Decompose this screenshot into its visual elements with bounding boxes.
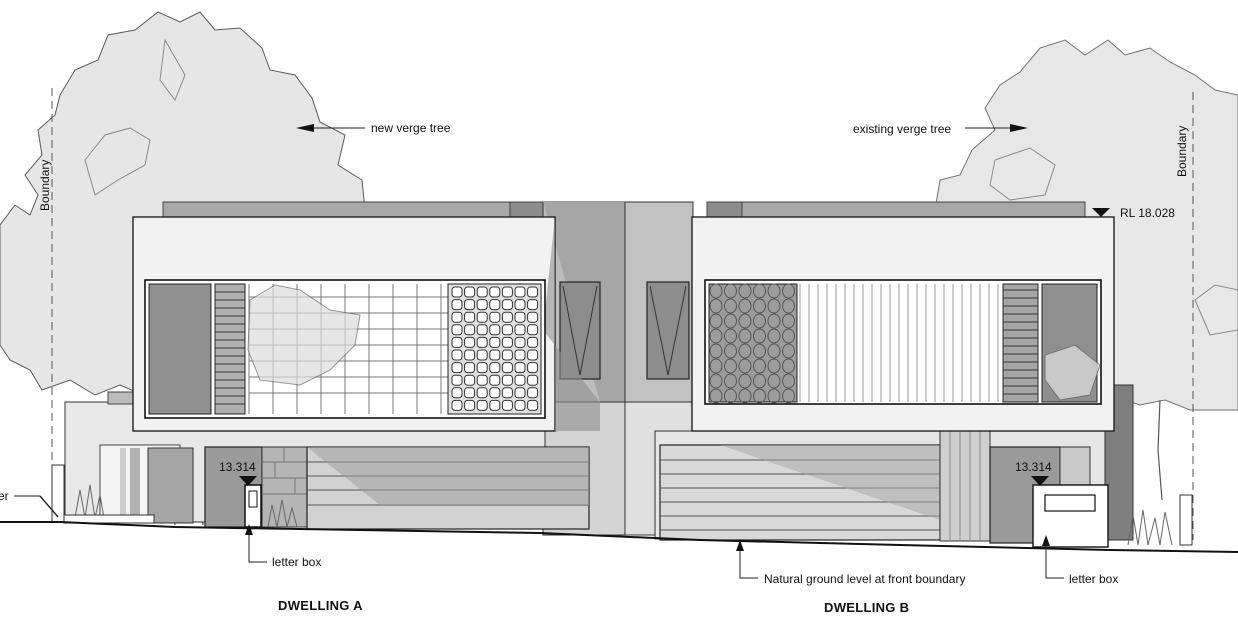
- right-boundary-label: Boundary: [1175, 126, 1189, 177]
- rl-top-label: RL 18.028: [1120, 206, 1175, 220]
- arrow-leader-icon: [296, 124, 314, 132]
- arrow-leader-icon: [1042, 535, 1050, 546]
- rl-dwelling-b-label: 13.314: [1015, 460, 1052, 474]
- level-marker-icon: [1092, 208, 1110, 217]
- left-cut-label: er: [0, 489, 9, 503]
- vertical-cladding: [799, 284, 999, 402]
- existing-verge-tree-label: existing verge tree: [853, 122, 951, 136]
- natural-ground-label: Natural ground level at front boundary: [764, 572, 965, 586]
- new-verge-tree-label: new verge tree: [371, 121, 451, 135]
- arrow-leader-icon: [245, 524, 253, 535]
- left-boundary-label: Boundary: [38, 160, 52, 211]
- arrow-leader-icon: [736, 540, 744, 551]
- letter-box-b-leader: [1045, 538, 1064, 579]
- natural-ground-leader: [739, 542, 758, 579]
- dwelling-a: [51, 201, 626, 536]
- letter-box-a-label: letter box: [272, 555, 321, 569]
- dwelling-a-title: DWELLING A: [278, 598, 363, 613]
- rl-dwelling-a-label: 13.314: [219, 460, 256, 474]
- dwelling-b-title: DWELLING B: [824, 600, 909, 615]
- lattice-screen: [709, 283, 795, 404]
- letter-box-b-label: letter box: [1069, 572, 1118, 586]
- letter-box-a-leader: [248, 527, 267, 563]
- breeze-block-screen: [451, 286, 539, 411]
- ground-line: [0, 521, 1238, 553]
- louvre-panel: [1003, 289, 1038, 395]
- level-marker-icon: [239, 476, 257, 486]
- arrow-leader-icon: [1010, 124, 1028, 132]
- level-marker-icon: [1031, 476, 1049, 486]
- left-cut-leader-diag: [39, 495, 59, 518]
- dwelling-b: [624, 201, 1193, 548]
